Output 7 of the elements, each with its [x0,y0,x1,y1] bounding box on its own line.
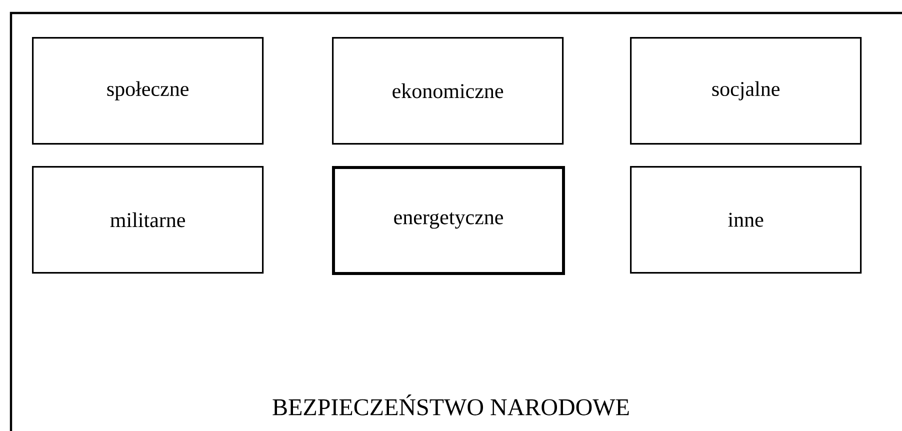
category-box: socjalne [630,37,862,145]
category-box: militarne [32,166,264,274]
category-box: inne [630,166,862,274]
category-box: społeczne [32,37,264,145]
category-box: energetyczne [332,166,565,275]
frame-title: BEZPIECZEŃSTWO NARODOWE [272,394,629,416]
category-box: ekonomiczne [332,37,564,145]
